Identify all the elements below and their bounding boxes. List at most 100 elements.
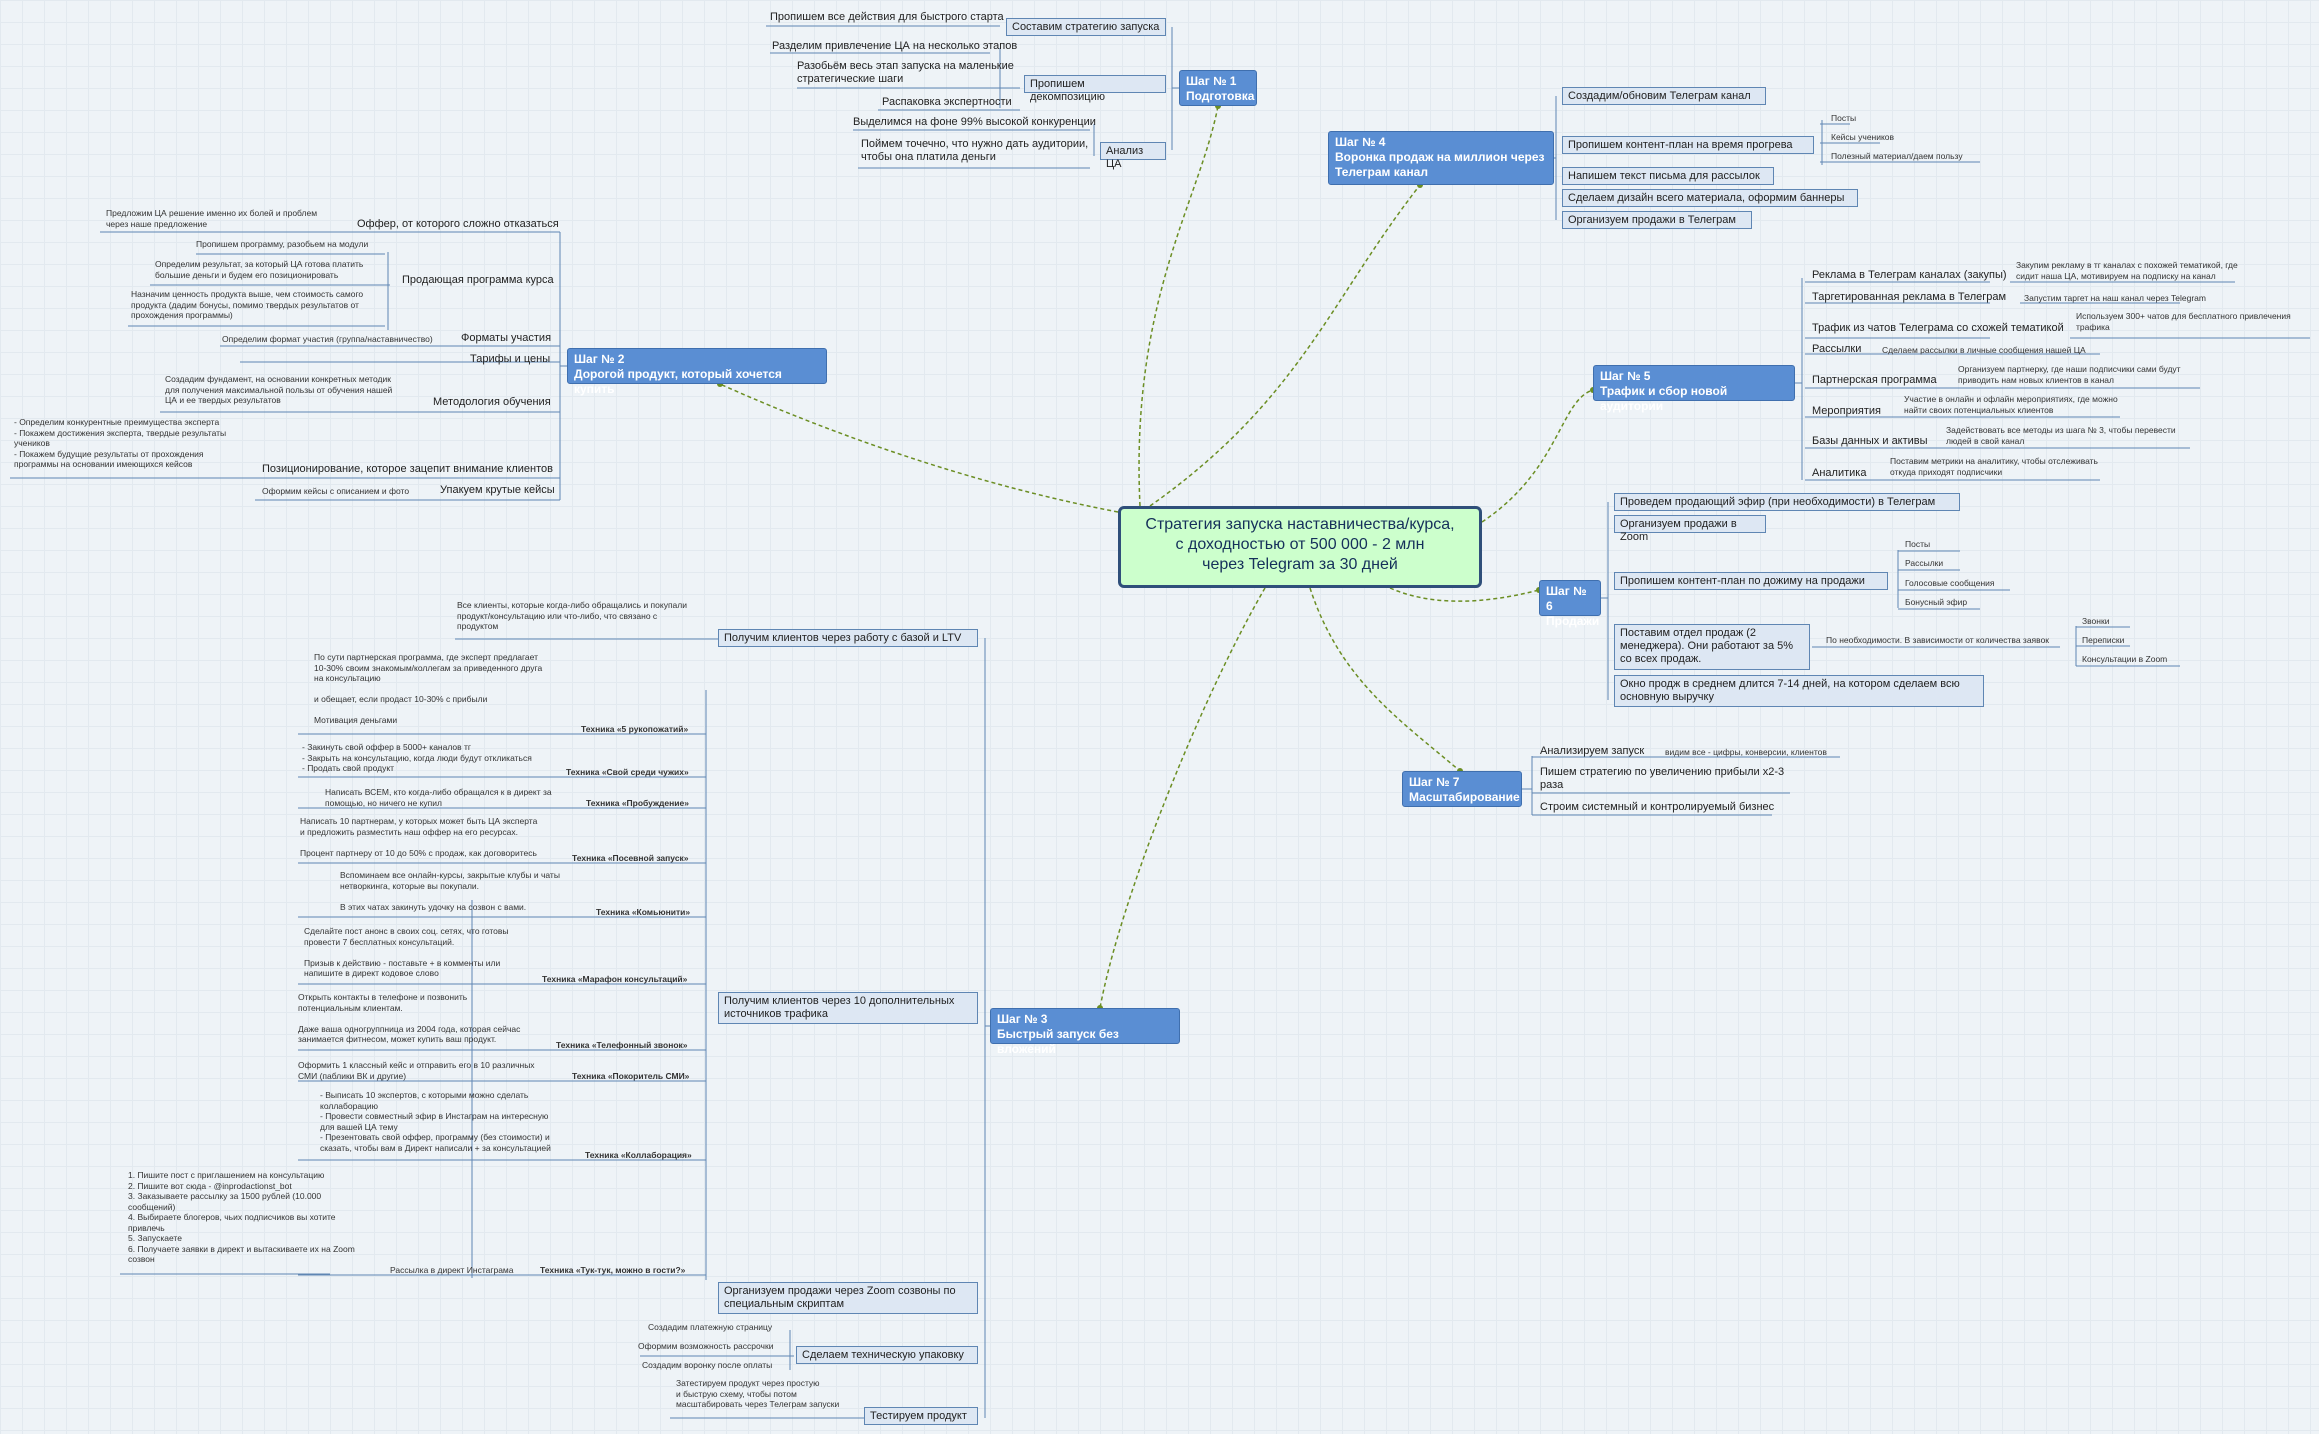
step2-branch[interactable]: Методология обучения xyxy=(433,396,551,408)
step2-item: Назначим ценность продукта выше, чем сто… xyxy=(131,289,364,320)
step4-branch[interactable]: Сделаем дизайн всего материала, оформим … xyxy=(1562,189,1858,207)
step5-item: Закупим рекламу в тг каналах с похожей т… xyxy=(2016,260,2238,281)
central-topic[interactable]: Стратегия запуска наставничества/курса, … xyxy=(1118,506,1482,588)
technique-desc: Сделайте пост анонс в своих соц. сетях, … xyxy=(304,926,509,978)
step2-branch[interactable]: Продающая программа курса xyxy=(402,274,554,286)
step5-branch[interactable]: Таргетированная реклама в Телеграм xyxy=(1812,291,2007,303)
step2-item: Определим результат, за который ЦА готов… xyxy=(155,259,364,280)
step2-item: Определим формат участия (группа/наставн… xyxy=(222,334,433,344)
step7-branch[interactable]: Пишем стратегию по увеличению прибыли х2… xyxy=(1540,766,1785,791)
technique-desc: Вспоминаем все онлайн-курсы, закрытые кл… xyxy=(340,870,560,912)
step1-branch-decomposition[interactable]: Пропишем декомпозицию xyxy=(1024,75,1166,103)
technique-name[interactable]: Техника «Коллаборация» xyxy=(585,1150,692,1160)
step4-branch[interactable]: Напишем текст письма для рассылок xyxy=(1562,167,1774,185)
step3-branch-test-product[interactable]: Тестируем продукт xyxy=(864,1407,978,1425)
central-to-step-7 xyxy=(1309,587,1461,772)
step3-item: Все клиенты, которые когда-либо обращали… xyxy=(457,600,687,631)
technique-name[interactable]: Техника «Покоритель СМИ» xyxy=(572,1071,690,1081)
step6-item: Бонусный эфир xyxy=(1905,597,1968,607)
step6-branch[interactable]: Проведем продающий эфир (при необходимос… xyxy=(1614,493,1960,511)
technique-name[interactable]: Техника «Пробуждение» xyxy=(586,798,689,808)
step2-item: Пропишем программу, разобьем на модули xyxy=(196,239,369,249)
technique-name[interactable]: Техника «Комьюнити» xyxy=(596,907,691,917)
step4-item: Кейсы учеников xyxy=(1831,132,1895,142)
step4-branch[interactable]: Организуем продажи в Телеграм xyxy=(1562,211,1752,229)
step-5[interactable]: Шаг № 5 Трафик и сбор новой аудитории xyxy=(1593,365,1795,413)
step6-mid: По необходимости. В зависимости от колич… xyxy=(1826,635,2050,645)
step1-item: Разделим привлечение ЦА на несколько эта… xyxy=(772,40,1018,52)
step4-branch[interactable]: Создадим/обновим Телеграм канал xyxy=(1562,87,1766,105)
step4-item: Полезный материал/даем пользу xyxy=(1831,151,1963,161)
step2-branch[interactable]: Позиционирование, которое зацепит вниман… xyxy=(262,463,554,475)
step3-branch-tech-pack[interactable]: Сделаем техническую упаковку xyxy=(796,1346,978,1364)
step5-branch[interactable]: Аналитика xyxy=(1812,467,1867,479)
step-6[interactable]: Шаг № 6 Продажи xyxy=(1539,580,1601,628)
technique-name[interactable]: Техника «5 рукопожатий» xyxy=(581,724,689,734)
step6-branch-sales-dept[interactable]: Поставим отдел продаж (2 менеджера). Они… xyxy=(1614,624,1810,670)
technique-name[interactable]: Техника «Свой среди чужих» xyxy=(566,767,689,777)
step1-branch-strategy[interactable]: Составим стратегию запуска xyxy=(1006,18,1166,36)
step1-branch-ta-analysis[interactable]: Анализ ЦА xyxy=(1100,142,1166,170)
step-3[interactable]: Шаг № 3 Быстрый запуск без вложений xyxy=(990,1008,1180,1056)
step3-branch-10-sources[interactable]: Получим клиентов через 10 дополнительных… xyxy=(718,992,978,1024)
step5-item: Поставим метрики на аналитику, чтобы отс… xyxy=(1890,456,2098,477)
step1-item: Распаковка экспертности xyxy=(882,96,1012,108)
step-4[interactable]: Шаг № 4 Воронка продаж на миллион через … xyxy=(1328,131,1554,185)
step5-branch[interactable]: Трафик из чатов Телеграма со схожей тема… xyxy=(1812,322,2064,334)
step4-item: Посты xyxy=(1831,113,1857,123)
step3-item: Затестируем продукт через простую и быст… xyxy=(676,1378,840,1409)
technique-desc: Оформить 1 классный кейс и отправить его… xyxy=(298,1060,535,1081)
step2-branch[interactable]: Тарифы и цены xyxy=(470,353,551,365)
technique-name[interactable]: Техника «Марафон консультаций» xyxy=(542,974,688,984)
step3-item: Создадим платежную страницу xyxy=(648,1322,773,1332)
step5-branch[interactable]: Партнерская программа xyxy=(1812,374,1937,386)
step5-branch[interactable]: Базы данных и активы xyxy=(1812,435,1928,447)
step-2[interactable]: Шаг № 2 Дорогой продукт, который хочется… xyxy=(567,348,827,396)
central-to-step-6 xyxy=(1389,587,1540,602)
technique-name[interactable]: Техника «Тук-тук, можно в гости?» xyxy=(540,1265,686,1275)
step5-branch[interactable]: Реклама в Телеграм каналах (закупы) xyxy=(1812,269,2007,281)
step3-branch-base[interactable]: Получим клиентов через работу с базой и … xyxy=(718,629,978,647)
technique-name[interactable]: Техника «Телефонный звонок» xyxy=(556,1040,688,1050)
step1-item: Разобьём весь этап запуска на маленькие … xyxy=(797,60,1014,85)
step6-branch[interactable]: Организуем продажи в Zoom xyxy=(1614,515,1766,543)
step3-branch-zoom-sales[interactable]: Организуем продажи через Zoom созвоны по… xyxy=(718,1282,978,1314)
technique-desc: По сути партнерская программа, где экспе… xyxy=(314,652,543,725)
step6-item: Голосовые сообщения xyxy=(1905,578,1995,588)
technique-sub: Рассылка в директ Инстаграма xyxy=(390,1265,514,1275)
central-to-step-2 xyxy=(719,383,1119,513)
step7-branch[interactable]: Строим системный и контролируемый бизнес xyxy=(1540,801,1775,813)
step2-branch[interactable]: Упакуем крутые кейсы xyxy=(440,484,555,496)
step6-item: Звонки xyxy=(2082,616,2110,626)
step6-branch[interactable]: Окно продж в среднем длится 7-14 дней, н… xyxy=(1614,675,1984,707)
technique-name[interactable]: Техника «Посевной запуск» xyxy=(572,853,689,863)
step-7[interactable]: Шаг № 7 Масштабирование xyxy=(1402,771,1522,807)
step2-item: Предложим ЦА решение именно их болей и п… xyxy=(106,208,318,229)
step2-branch[interactable]: Оффер, от которого сложно отказаться xyxy=(357,218,559,230)
step1-item: Пропишем все действия для быстрого старт… xyxy=(770,11,1004,23)
technique-desc: Написать 10 партнерам, у которых может б… xyxy=(300,816,538,858)
step-1[interactable]: Шаг № 1 Подготовка xyxy=(1179,70,1257,106)
step5-item: Сделаем рассылки в личные сообщения наше… xyxy=(1882,345,2086,355)
step6-branch[interactable]: Пропишем контент-план по дожиму на прода… xyxy=(1614,572,1888,590)
step4-branch[interactable]: Пропишем контент-план на время прогрева xyxy=(1562,136,1814,154)
step6-item: Рассылки xyxy=(1905,558,1944,568)
step7-branch[interactable]: Анализируем запуск xyxy=(1540,745,1645,757)
step6-item: Переписки xyxy=(2082,635,2125,645)
step5-item: Организуем партнерку, где наши подписчик… xyxy=(1958,364,2181,385)
step3-item: Создадим воронку после оплаты xyxy=(642,1360,773,1370)
central-to-step-1 xyxy=(1138,105,1219,507)
step5-item: Участие в онлайн и офлайн мероприятиях, … xyxy=(1904,394,2118,415)
step5-item: Задействовать все методы из шага № 3, чт… xyxy=(1946,425,2176,446)
step1-item: Выделимся на фоне 99% высокой конкуренци… xyxy=(853,116,1096,128)
technique-desc: Открыть контакты в телефоне и позвонить … xyxy=(298,992,521,1044)
step5-branch[interactable]: Мероприятия xyxy=(1812,405,1881,417)
step5-item: Используем 300+ чатов для бесплатного пр… xyxy=(2076,311,2291,332)
technique-desc: - Выписать 10 экспертов, с которыми можн… xyxy=(320,1090,551,1153)
step5-branch[interactable]: Рассылки xyxy=(1812,343,1862,355)
technique-desc: Написать ВСЕМ, кто когда-либо обращался … xyxy=(325,787,552,808)
step2-branch[interactable]: Форматы участия xyxy=(461,332,552,344)
central-to-step-5 xyxy=(1481,389,1594,523)
step2-item: - Определим конкурентные преимущества эк… xyxy=(14,417,227,469)
